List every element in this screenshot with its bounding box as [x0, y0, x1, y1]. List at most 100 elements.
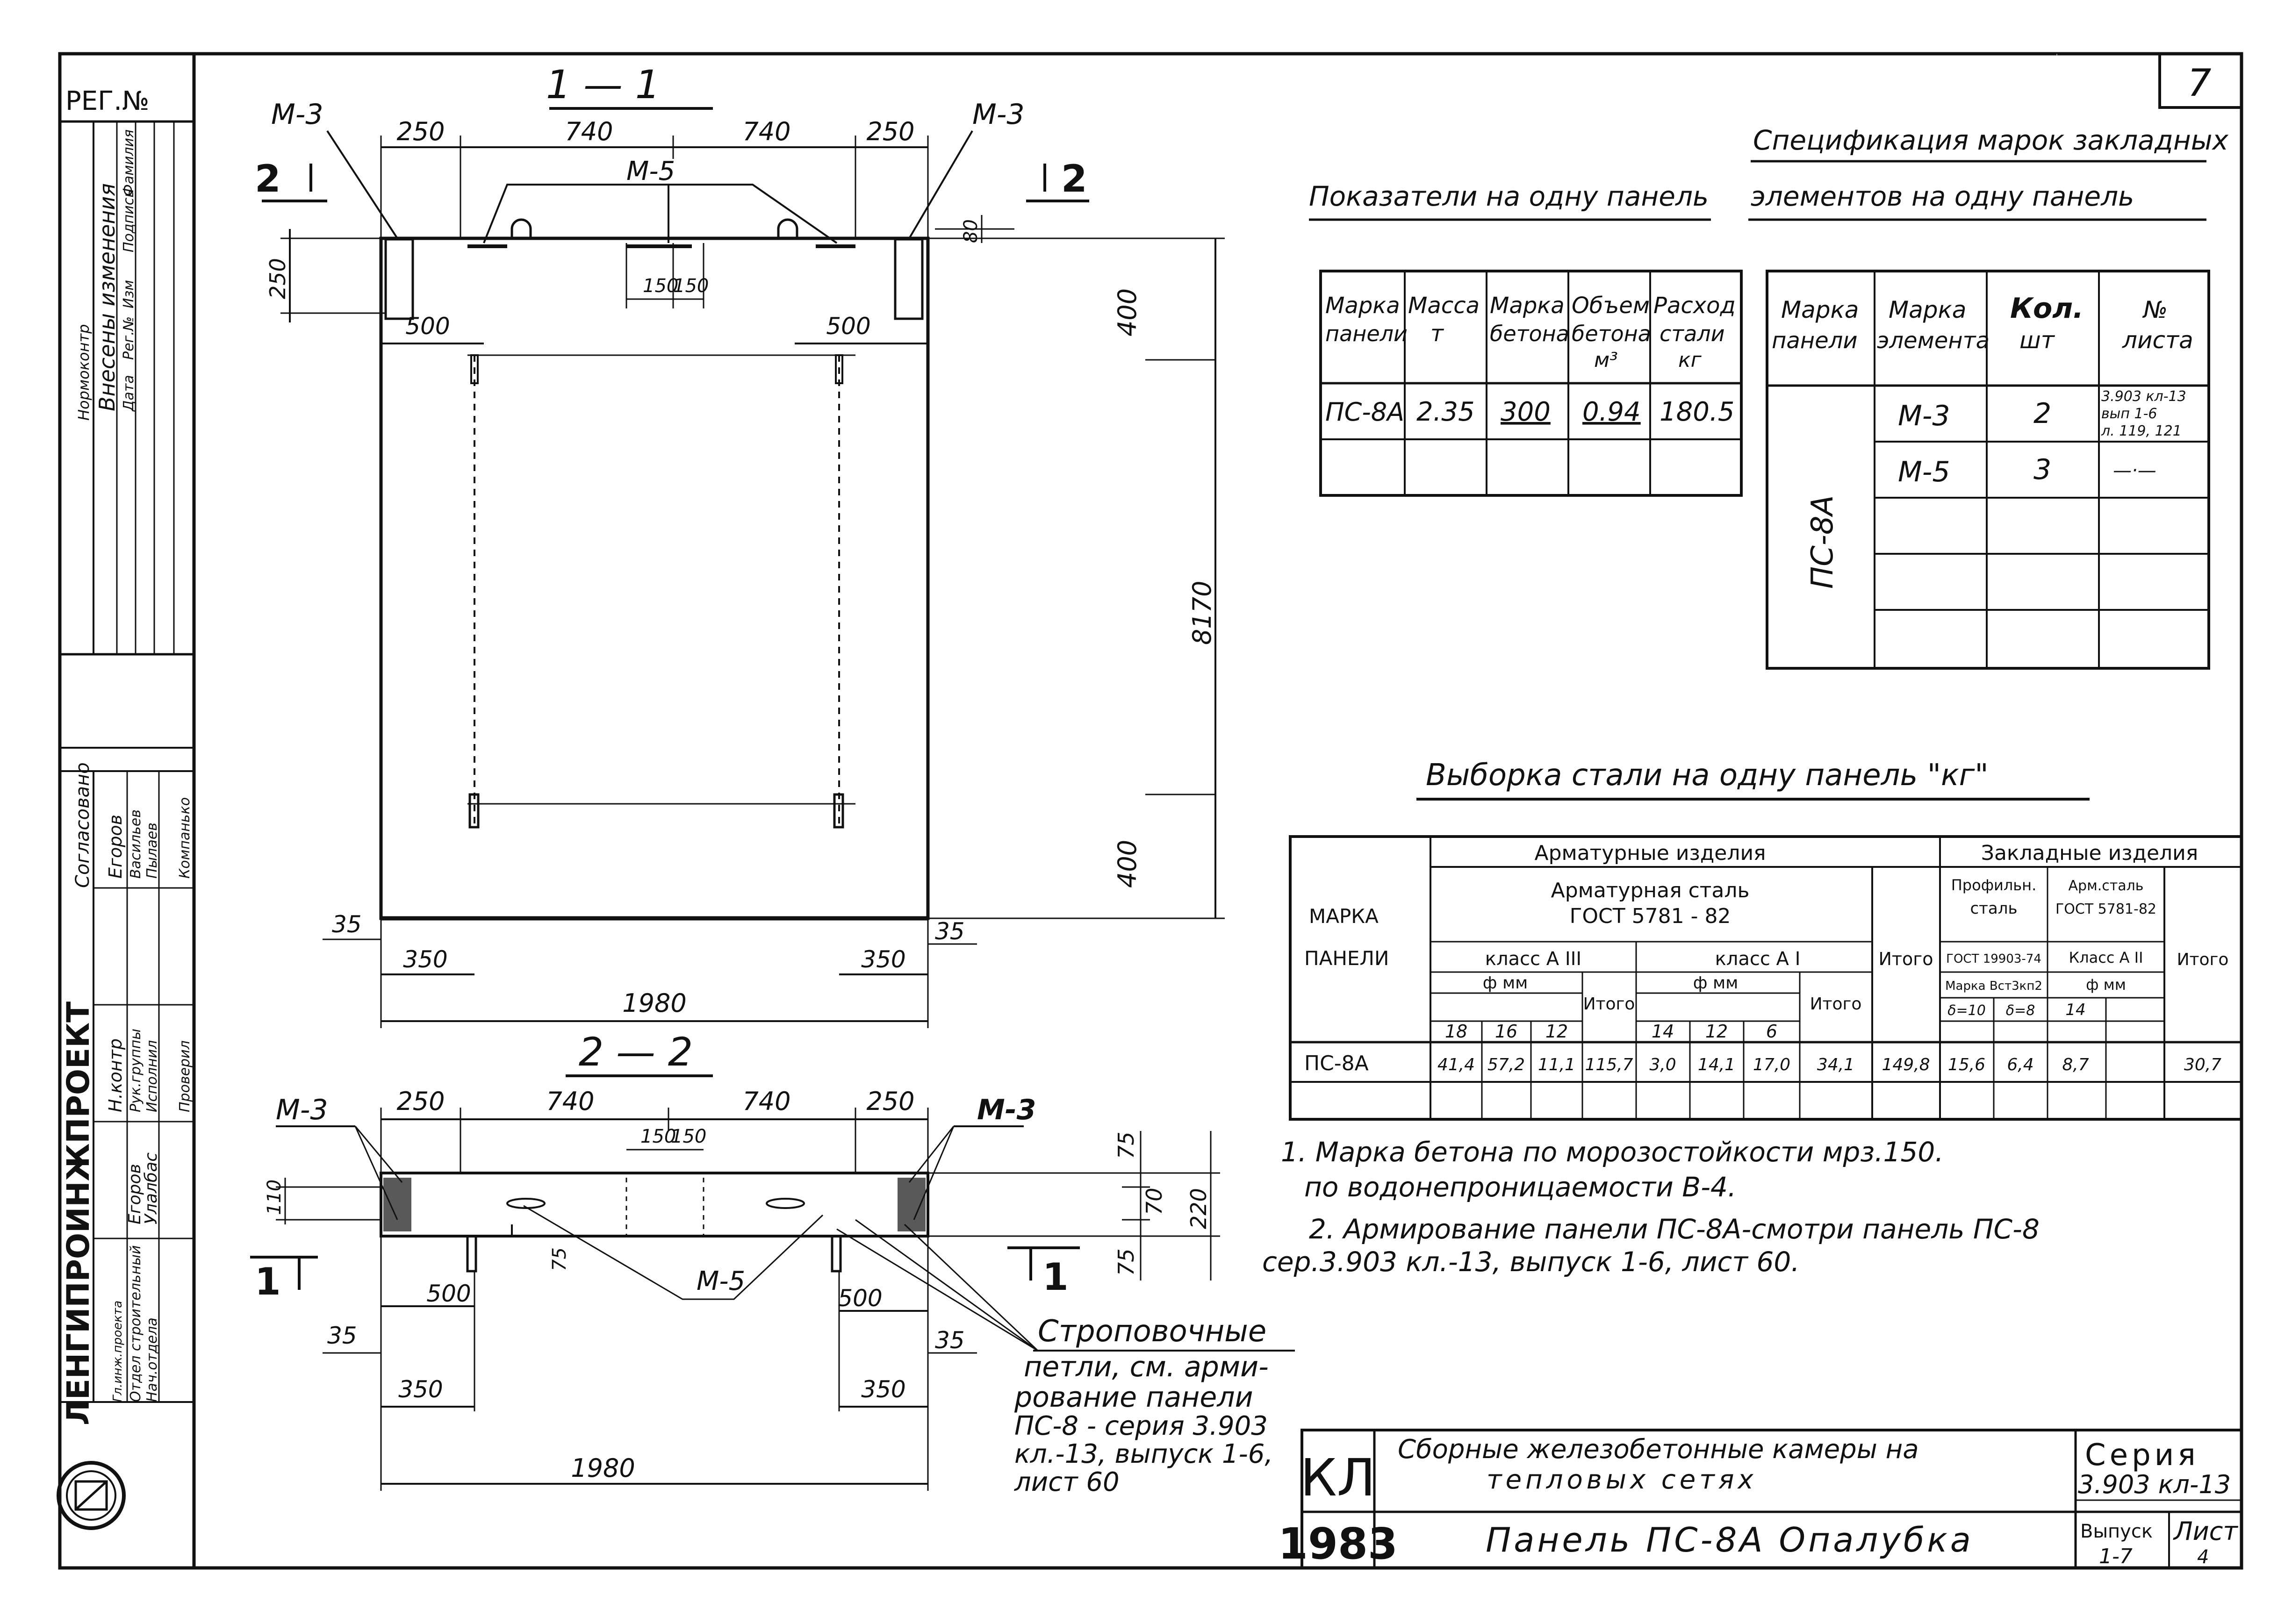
steel-d-a1-14: 14 — [1652, 1021, 1674, 1042]
steel-h-total-reinf: Итого — [1878, 949, 1933, 969]
spec-h-elem-2: элемента — [1877, 328, 1990, 354]
steel-thick-10: δ=10 — [1947, 1002, 1986, 1019]
title-name-1: Сборные железобетонные камеры на — [1398, 1434, 1919, 1465]
dim-top-740-left: 740 — [565, 117, 613, 146]
sling-note-line-3: рование панели — [1014, 1381, 1253, 1414]
steel-h-profile-2: сталь — [1970, 899, 2017, 918]
steel-h-bar: Арматурная сталь — [1551, 879, 1750, 902]
section-2-2-title: 2 — 2 — [579, 1029, 693, 1075]
list-label: Лист — [2173, 1517, 2238, 1546]
steel-d-a3-12: 12 — [1545, 1021, 1568, 1042]
dim-35-left: 35 — [332, 911, 362, 938]
steel-h-mark-1: МАРКА — [1309, 905, 1379, 928]
steel-h-class-a3: класс А III — [1485, 948, 1581, 970]
normcontrol-label: Нормоконтр — [75, 324, 93, 421]
ind-h-steel-3: кг — [1678, 348, 1702, 372]
sheet-number-box — [2158, 52, 2243, 109]
changes-col-sign: Подпись — [121, 189, 137, 252]
dim-400-top: 400 — [1113, 288, 1142, 336]
steel-d-a1-12: 12 — [1705, 1021, 1728, 1042]
sheet-title: Панель ПС-8А Опалубка — [1486, 1520, 1974, 1560]
dim2-75-a: 75 — [1114, 1131, 1139, 1159]
changes-col-name: Фамилия — [121, 129, 137, 196]
dim2-top-740-left: 740 — [546, 1087, 594, 1116]
steel-row-a3-total: 115,7 — [1585, 1055, 1633, 1074]
note-1b: по водонепроницаемости В-4. — [1304, 1171, 1736, 1203]
steel-table: Выборка стали на одну панель "кг" Ар — [1289, 758, 2243, 1121]
list-value: 4 — [2197, 1546, 2209, 1568]
ind-h-vol-2: бетона — [1572, 321, 1651, 346]
changes-col-reg: Рег.№ — [121, 316, 137, 360]
name-egorov-1: Егоров — [105, 815, 126, 879]
notes: 1. Марка бетона по морозостойкости мрз.1… — [1262, 1136, 2040, 1278]
agreed-label: Согласовано — [72, 762, 93, 888]
steel-h-reinf: Арматурные изделия — [1534, 841, 1766, 865]
steel-row-a1-14: 3,0 — [1649, 1055, 1676, 1074]
steel-d-a3-16: 16 — [1495, 1021, 1517, 1042]
spec-row2-qty: 3 — [2033, 453, 2051, 486]
ind-row-vol: 0.94 — [1582, 397, 1641, 427]
dim2-top-250-right: 250 — [866, 1087, 914, 1116]
embed-m3-left — [384, 238, 414, 320]
dim2-110: 110 — [264, 1180, 285, 1215]
spec-h-qty-1: Кол. — [2010, 292, 2084, 325]
spec-row1-element: М-3 — [1898, 400, 1950, 432]
steel-h-profile-gost: ГОСТ 19903-74 — [1946, 952, 2041, 966]
steel-row-a3-16: 57,2 — [1487, 1055, 1525, 1074]
ind-row-mark: ПС-8А — [1325, 397, 1404, 427]
ind-h-vol-3: м³ — [1594, 348, 1618, 372]
changes-col-izm: Изм — [121, 280, 137, 308]
steel-row-a2-14: 8,7 — [2062, 1055, 2089, 1074]
spec-row2-sheet: —·— — [2113, 460, 2156, 481]
steel-row-prof-8: 6,4 — [2007, 1055, 2033, 1074]
changes-col-date: Дата — [121, 375, 137, 412]
label-m3-left: М-3 — [271, 98, 323, 131]
indicators-table: Показатели на одну панель Марка панели М… — [1309, 180, 1743, 497]
panel-section-strip — [380, 1172, 929, 1238]
dim2-35-right: 35 — [935, 1327, 965, 1354]
dim-350-right: 350 — [861, 946, 905, 973]
organization-logo — [57, 1461, 126, 1530]
dim2-220: 220 — [1186, 1188, 1211, 1229]
ind-row-mass: 2.35 — [1416, 397, 1475, 427]
steel-h-total-a3: Итого — [1583, 994, 1635, 1014]
steel-h-phi-a3: ф мм — [1483, 973, 1528, 993]
issue-value: 1-7 — [2099, 1545, 2133, 1568]
org-role-dept: Отдел строительный — [128, 1245, 144, 1402]
dim2-150-a: 150 — [640, 1126, 676, 1147]
dim-500-right: 500 — [826, 313, 870, 340]
org-name: ЛЕНГИПРОИНЖПРОЕКТ — [60, 1002, 96, 1425]
dim2-500-right: 500 — [838, 1285, 882, 1312]
steel-h-total-a1: Итого — [1810, 994, 1862, 1014]
role-executed: Исполнил — [144, 1040, 160, 1112]
name-pylaev: Пылаев — [144, 823, 160, 879]
spec-row1-sheet-2: вып 1-6 — [2101, 406, 2157, 422]
spec-table: Спецификация марок закладных элементов н… — [1748, 124, 2229, 670]
embed-m3-right — [894, 238, 924, 320]
steel-h-arm-1: Арм.сталь — [2069, 878, 2144, 894]
title-year: 1983 — [1278, 1519, 1398, 1569]
sling-note-line-2: петли, см. арми- — [1024, 1351, 1269, 1383]
spec-h-sheet-2: листа — [2122, 327, 2193, 354]
title-name-2: тепловых сетях — [1487, 1465, 1757, 1495]
label2-m3-left: М-3 — [276, 1094, 328, 1126]
spec-row2-element: М-5 — [1898, 456, 1950, 488]
steel-h-class-a1: класс А I — [1715, 948, 1801, 970]
steel-row-a1-6: 17,0 — [1753, 1055, 1790, 1074]
spec-title-1: Спецификация марок закладных — [1753, 124, 2229, 156]
steel-h-profile-1: Профильн. — [1951, 876, 2037, 894]
label-m3-right: М-3 — [972, 98, 1025, 131]
issue-label: Выпуск — [2080, 1521, 2153, 1542]
series-value: 3.903 кл-13 — [2078, 1470, 2231, 1499]
steel-h-arm-2: ГОСТ 5781-82 — [2055, 901, 2156, 917]
note-2b: сер.3.903 кл.-13, выпуск 1-6, лист 60. — [1262, 1246, 1800, 1278]
ind-h-steel-2: стали — [1660, 321, 1725, 346]
steel-d-a3-18: 18 — [1445, 1021, 1467, 1042]
sling-note-line-5: кл.-13, выпуск 1-6, — [1014, 1439, 1273, 1469]
steel-h-embed: Закладные изделия — [1981, 841, 2199, 865]
dim-1980: 1980 — [622, 988, 686, 1018]
steel-h-phi-a1: ф мм — [1693, 973, 1739, 993]
ind-h-mass-1: Масса — [1408, 293, 1480, 319]
steel-title: Выборка стали на одну панель "кг" — [1426, 758, 1989, 793]
